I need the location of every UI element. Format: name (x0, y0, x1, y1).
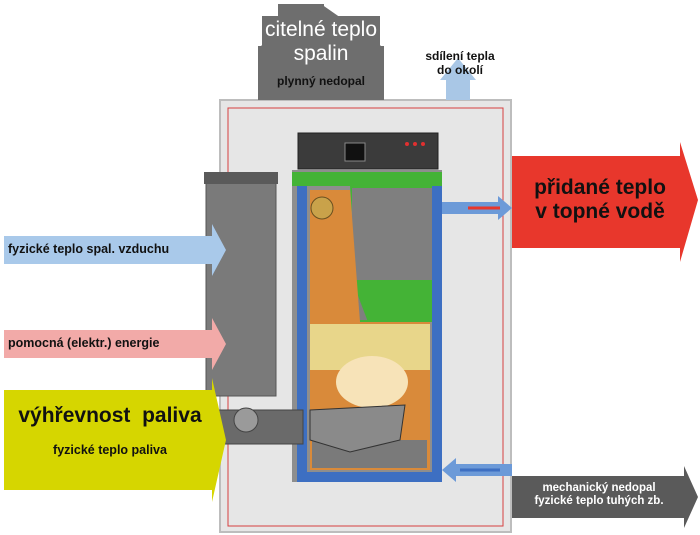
mech-unburnt-arrow (512, 466, 698, 528)
auger-motor (233, 407, 259, 433)
flue-heat-label-box (262, 16, 380, 100)
flue-baffle (352, 280, 432, 322)
fuel-calorific-label: výhřevnost paliva (18, 404, 202, 427)
flame (336, 356, 408, 408)
flue-opening (310, 196, 334, 220)
indicator-light (405, 142, 409, 146)
mech-unburnt-line1: mechanický nedopal (542, 482, 656, 494)
fuel-hopper (205, 175, 277, 397)
solid-residue-line2: fyzické teplo tuhých zb. (534, 495, 664, 508)
ambient-line2: do okolí (437, 62, 483, 77)
gas-unburnt-label: plynný nedopal (276, 74, 365, 88)
air-heat-arrow (4, 224, 226, 276)
aux-energy-arrow (4, 318, 226, 370)
flue-heat-line1: citelné teplo (264, 18, 378, 41)
indicator-light (413, 142, 417, 146)
water-heat-line2: v topné vodě (535, 200, 665, 224)
water-jacket-left (297, 186, 307, 482)
flue-heat-line2: spalin (293, 42, 349, 66)
air-heat-label: fyzické teplo spal. vzduchu (8, 242, 170, 256)
ambient-heat-label: sdílení tepla do okolí (408, 49, 512, 78)
fuel-calorific-arrow (4, 378, 226, 502)
control-panel (297, 132, 439, 170)
water-heat-arrow (512, 142, 698, 262)
ambient-line1: sdílení tepla (425, 49, 495, 63)
fuel-heat-label: fyzické teplo paliva (53, 443, 167, 457)
water-jacket-bottom (297, 472, 442, 482)
burner-grate (309, 404, 406, 453)
water-heat-line1: přidané teplo (534, 176, 666, 199)
aux-energy-label: pomocná (elektr.) energie (8, 336, 160, 350)
flue-heat-title: citelné teplo spalin (262, 18, 380, 66)
display-screen (344, 142, 366, 162)
water-heat-label: přidané teplo v topné vodě (520, 176, 680, 224)
ambient-heat-arrow (440, 58, 476, 100)
water-jacket-right (432, 186, 442, 482)
hopper-lid (204, 172, 278, 184)
mech-unburnt-label: mechanický nedopal fyzické teplo tuhých … (514, 482, 684, 508)
indicator-light (421, 142, 425, 146)
